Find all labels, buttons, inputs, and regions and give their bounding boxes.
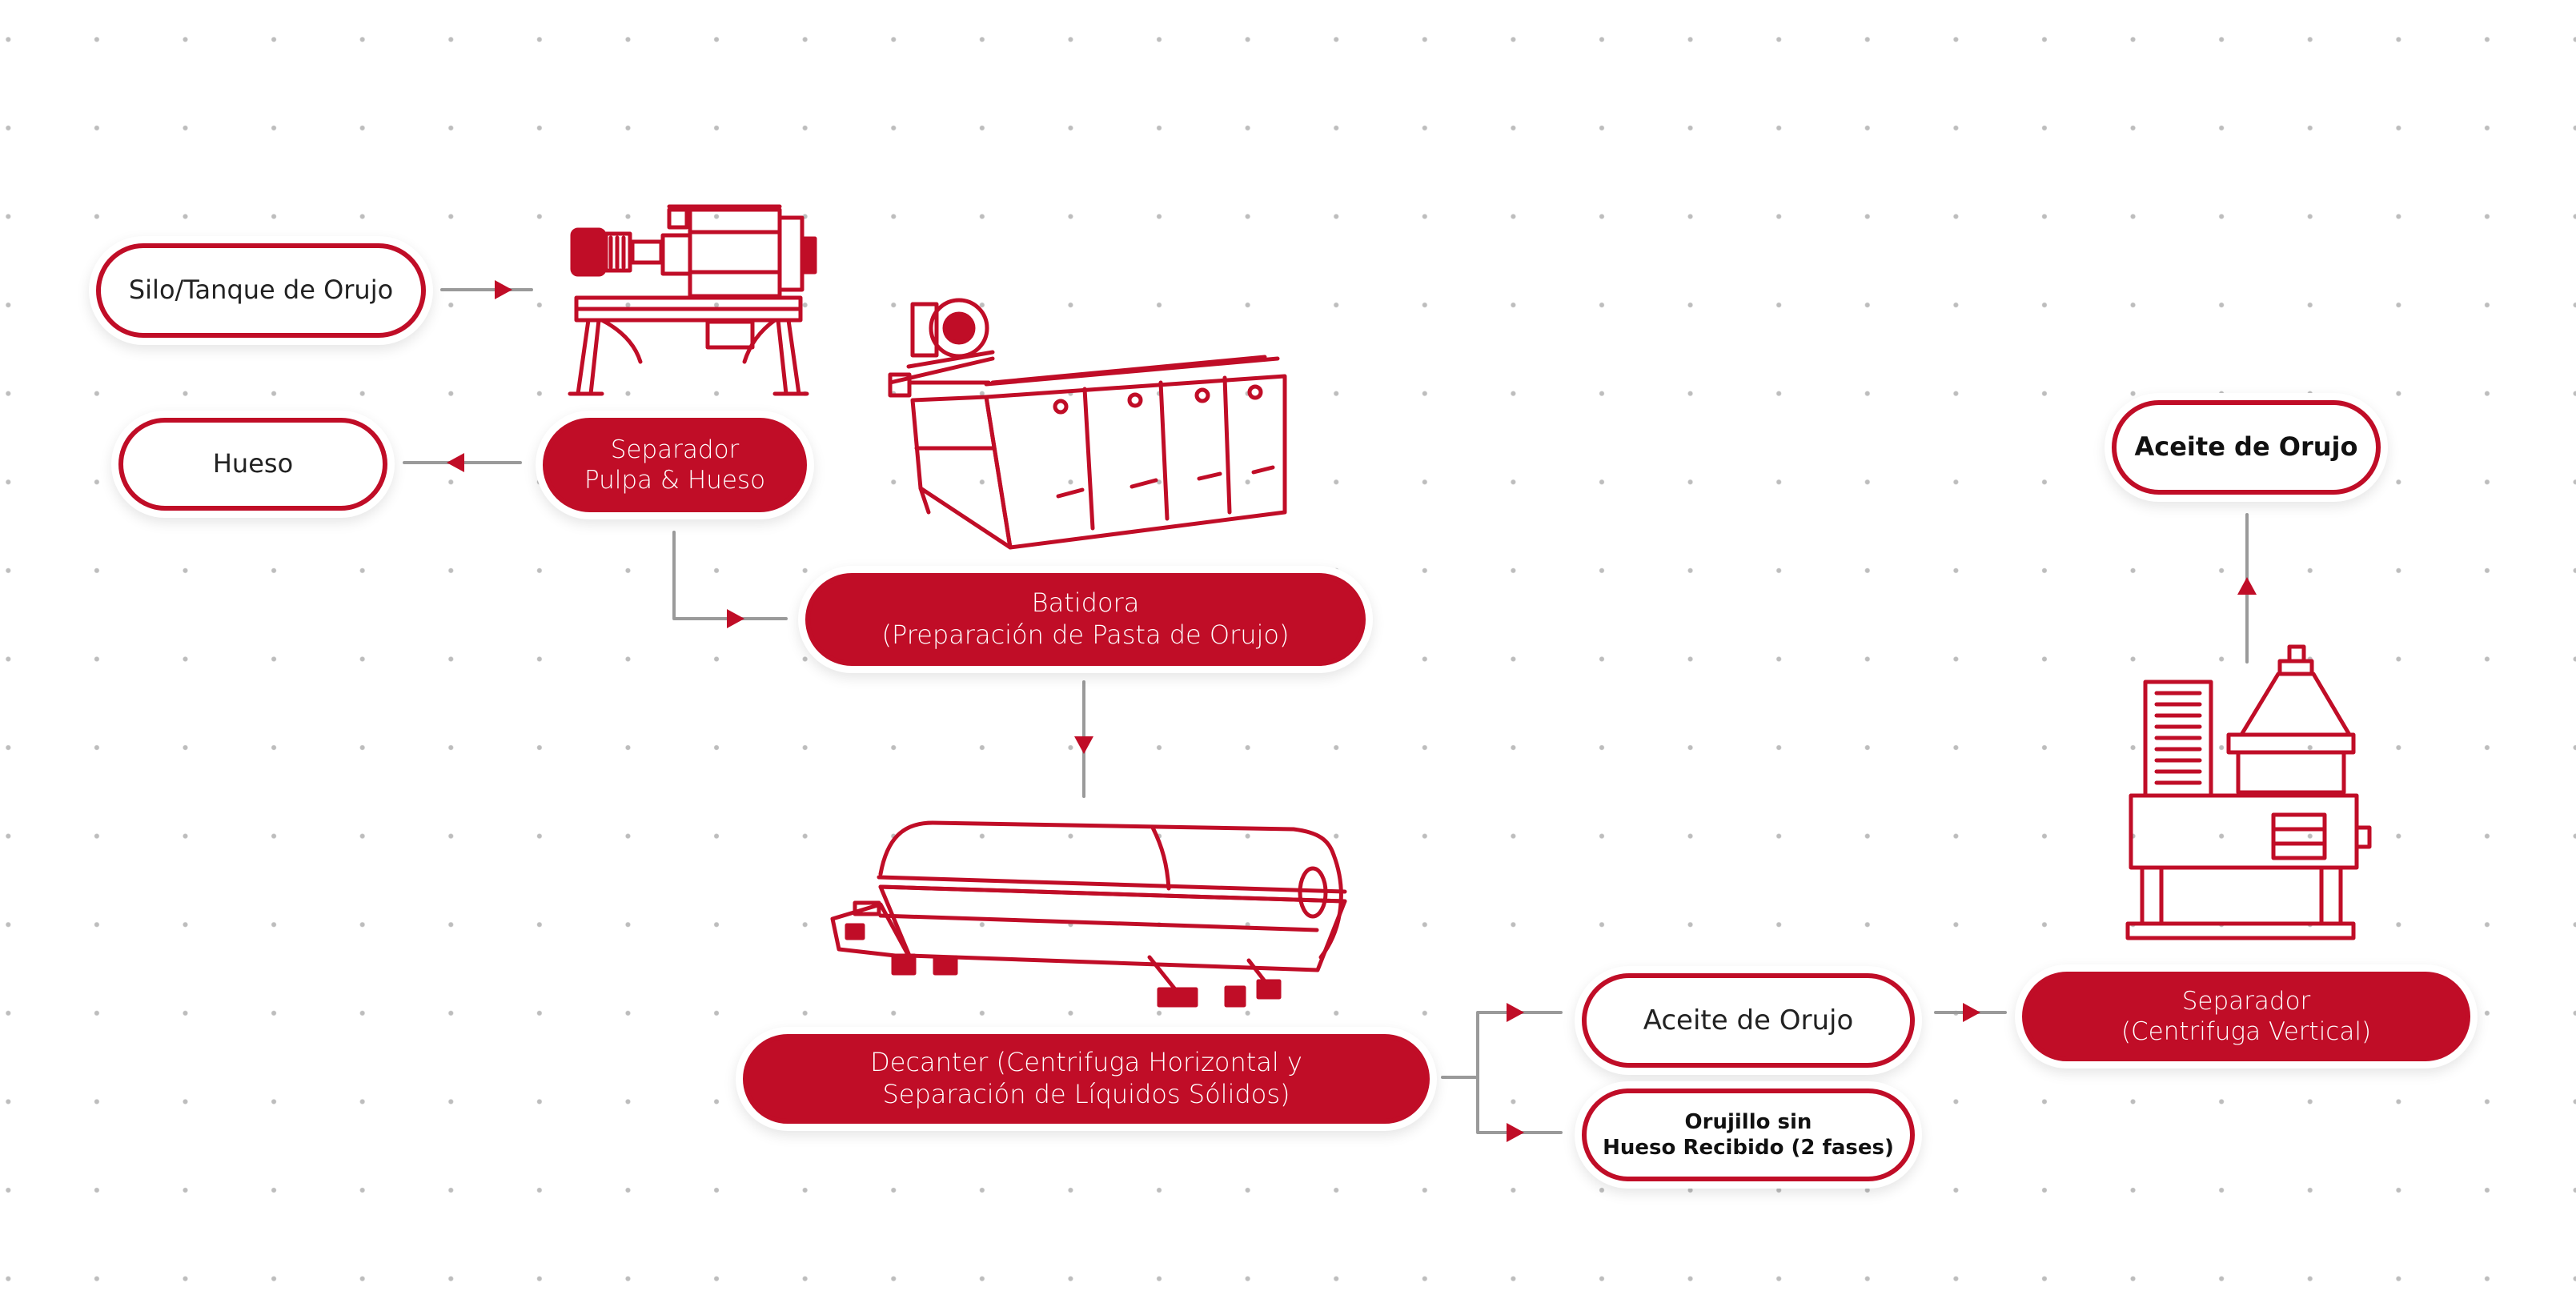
node-orujillo-sin-hueso: Orujillo sin Hueso Recibido (2 fases) [1582,1089,1915,1181]
arrow-right-icon [1507,1123,1524,1142]
pulp-stone-separator-machine-icon [568,204,817,396]
connector-decanter-orujillo [1476,1076,1563,1134]
arrow-down-icon [1074,736,1093,754]
connector-separator-batidora [672,531,788,620]
node-hueso: Hueso [118,418,387,511]
node-aceite-orujo-final: Aceite de Orujo [2112,400,2381,495]
arrow-right-icon [1507,1003,1524,1022]
node-separador-pulpa-hueso: Separador Pulpa & Hueso [543,418,807,512]
vertical-centrifuge-separator-icon [2125,644,2372,940]
arrow-left-icon [447,453,464,472]
node-silo-tanque: Silo/Tanque de Orujo [96,243,426,338]
node-aceite-orujo: Aceite de Orujo [1582,973,1915,1068]
node-separador-centrifuga-vertical: Separador (Centrifuga Vertical) [2022,972,2470,1061]
arrow-up-icon [2237,577,2257,595]
arrow-right-icon [1963,1003,1980,1022]
horizontal-decanter-centrifuge-icon [830,820,1347,1008]
malaxer-machine-icon [888,298,1287,550]
arrow-right-icon [495,280,512,299]
node-batidora: Batidora (Preparación de Pasta de Orujo) [805,573,1366,666]
arrow-right-icon [727,609,744,628]
node-decanter: Decanter (Centrifuga Horizontal y Separa… [743,1034,1430,1124]
